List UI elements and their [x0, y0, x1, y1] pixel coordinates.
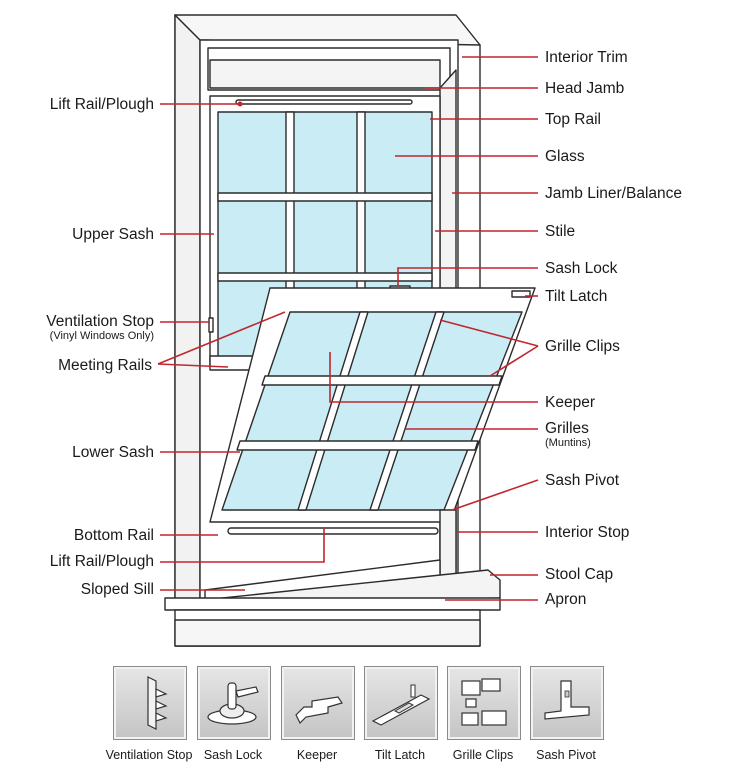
- label-stool-cap: Stool Cap: [545, 566, 614, 583]
- part-tile-keeper: [281, 666, 355, 740]
- label-ventilation-note: (Vinyl Windows Only): [49, 330, 154, 342]
- part-tile-sash-lock: [197, 666, 271, 740]
- lift-rail-bottom: [227, 527, 439, 535]
- label-upper-sash: Upper Sash: [72, 226, 154, 243]
- part-caption-ventilation-stop: Ventilation Stop: [105, 748, 193, 762]
- part-caption-sash-pivot: Sash Pivot: [536, 748, 596, 762]
- ventilation-stop-icon: [147, 676, 168, 730]
- part-tile-sash-pivot: [530, 666, 604, 740]
- label-keeper: Keeper: [545, 394, 595, 411]
- part-caption-tilt-latch: Tilt Latch: [374, 748, 426, 762]
- part-tile-grille-clips: [447, 666, 521, 740]
- label-stile: Stile: [545, 223, 576, 240]
- label-meeting-rails: Meeting Rails: [58, 357, 152, 374]
- tilt-latch-part: [511, 290, 531, 298]
- part-caption-grille-clips: Grille Clips: [452, 748, 514, 762]
- label-grilles-note: (Muntins): [545, 437, 591, 449]
- label-interior-trim: Interior Trim: [545, 49, 628, 66]
- label-sash-lock: Sash Lock: [545, 260, 618, 277]
- grille-clips-icon: [461, 678, 507, 726]
- label-sash-pivot: Sash Pivot: [545, 472, 620, 489]
- label-glass: Glass: [545, 148, 585, 165]
- label-jamb-liner: Jamb Liner/Balance: [545, 185, 682, 202]
- label-bottom-rail: Bottom Rail: [73, 527, 154, 544]
- label-top-rail: Top Rail: [545, 111, 601, 128]
- label-tilt-latch: Tilt Latch: [545, 288, 608, 305]
- label-grilles-text: Grilles: [545, 420, 589, 437]
- lift-rail-top: [235, 99, 413, 105]
- trim-top: [174, 14, 481, 46]
- label-interior-stop: Interior Stop: [545, 524, 630, 541]
- label-ventilation-stop-text: Ventilation Stop: [46, 313, 154, 330]
- label-apron: Apron: [545, 591, 587, 608]
- leader-lines: [157, 56, 539, 601]
- keeper-icon: [295, 696, 343, 725]
- part-tile-tilt-latch: [364, 666, 438, 740]
- ventilation-stop-part: [208, 317, 214, 333]
- label-ventilation-stop: Ventilation Stop (Vinyl Windows Only): [46, 313, 154, 342]
- label-grille-clips: Grille Clips: [545, 338, 620, 355]
- label-lower-sash: Lower Sash: [72, 444, 154, 461]
- part-caption-keeper: Keeper: [296, 748, 338, 762]
- part-caption-sash-lock: Sash Lock: [203, 748, 263, 762]
- label-grilles: Grilles (Muntins): [545, 420, 591, 449]
- label-sloped-sill: Sloped Sill: [80, 581, 154, 598]
- sash-lock-icon: [207, 682, 259, 725]
- head-jamb-shadow: [209, 59, 441, 89]
- label-lift-rail-top: Lift Rail/Plough: [49, 96, 154, 113]
- lower-muntins: [236, 311, 503, 511]
- label-lift-rail-bottom: Lift Rail/Plough: [49, 553, 154, 570]
- tilt-latch-icon: [371, 684, 431, 726]
- label-head-jamb: Head Jamb: [545, 80, 625, 97]
- part-tile-ventilation-stop: [113, 666, 187, 740]
- sash-pivot-icon: [544, 680, 590, 720]
